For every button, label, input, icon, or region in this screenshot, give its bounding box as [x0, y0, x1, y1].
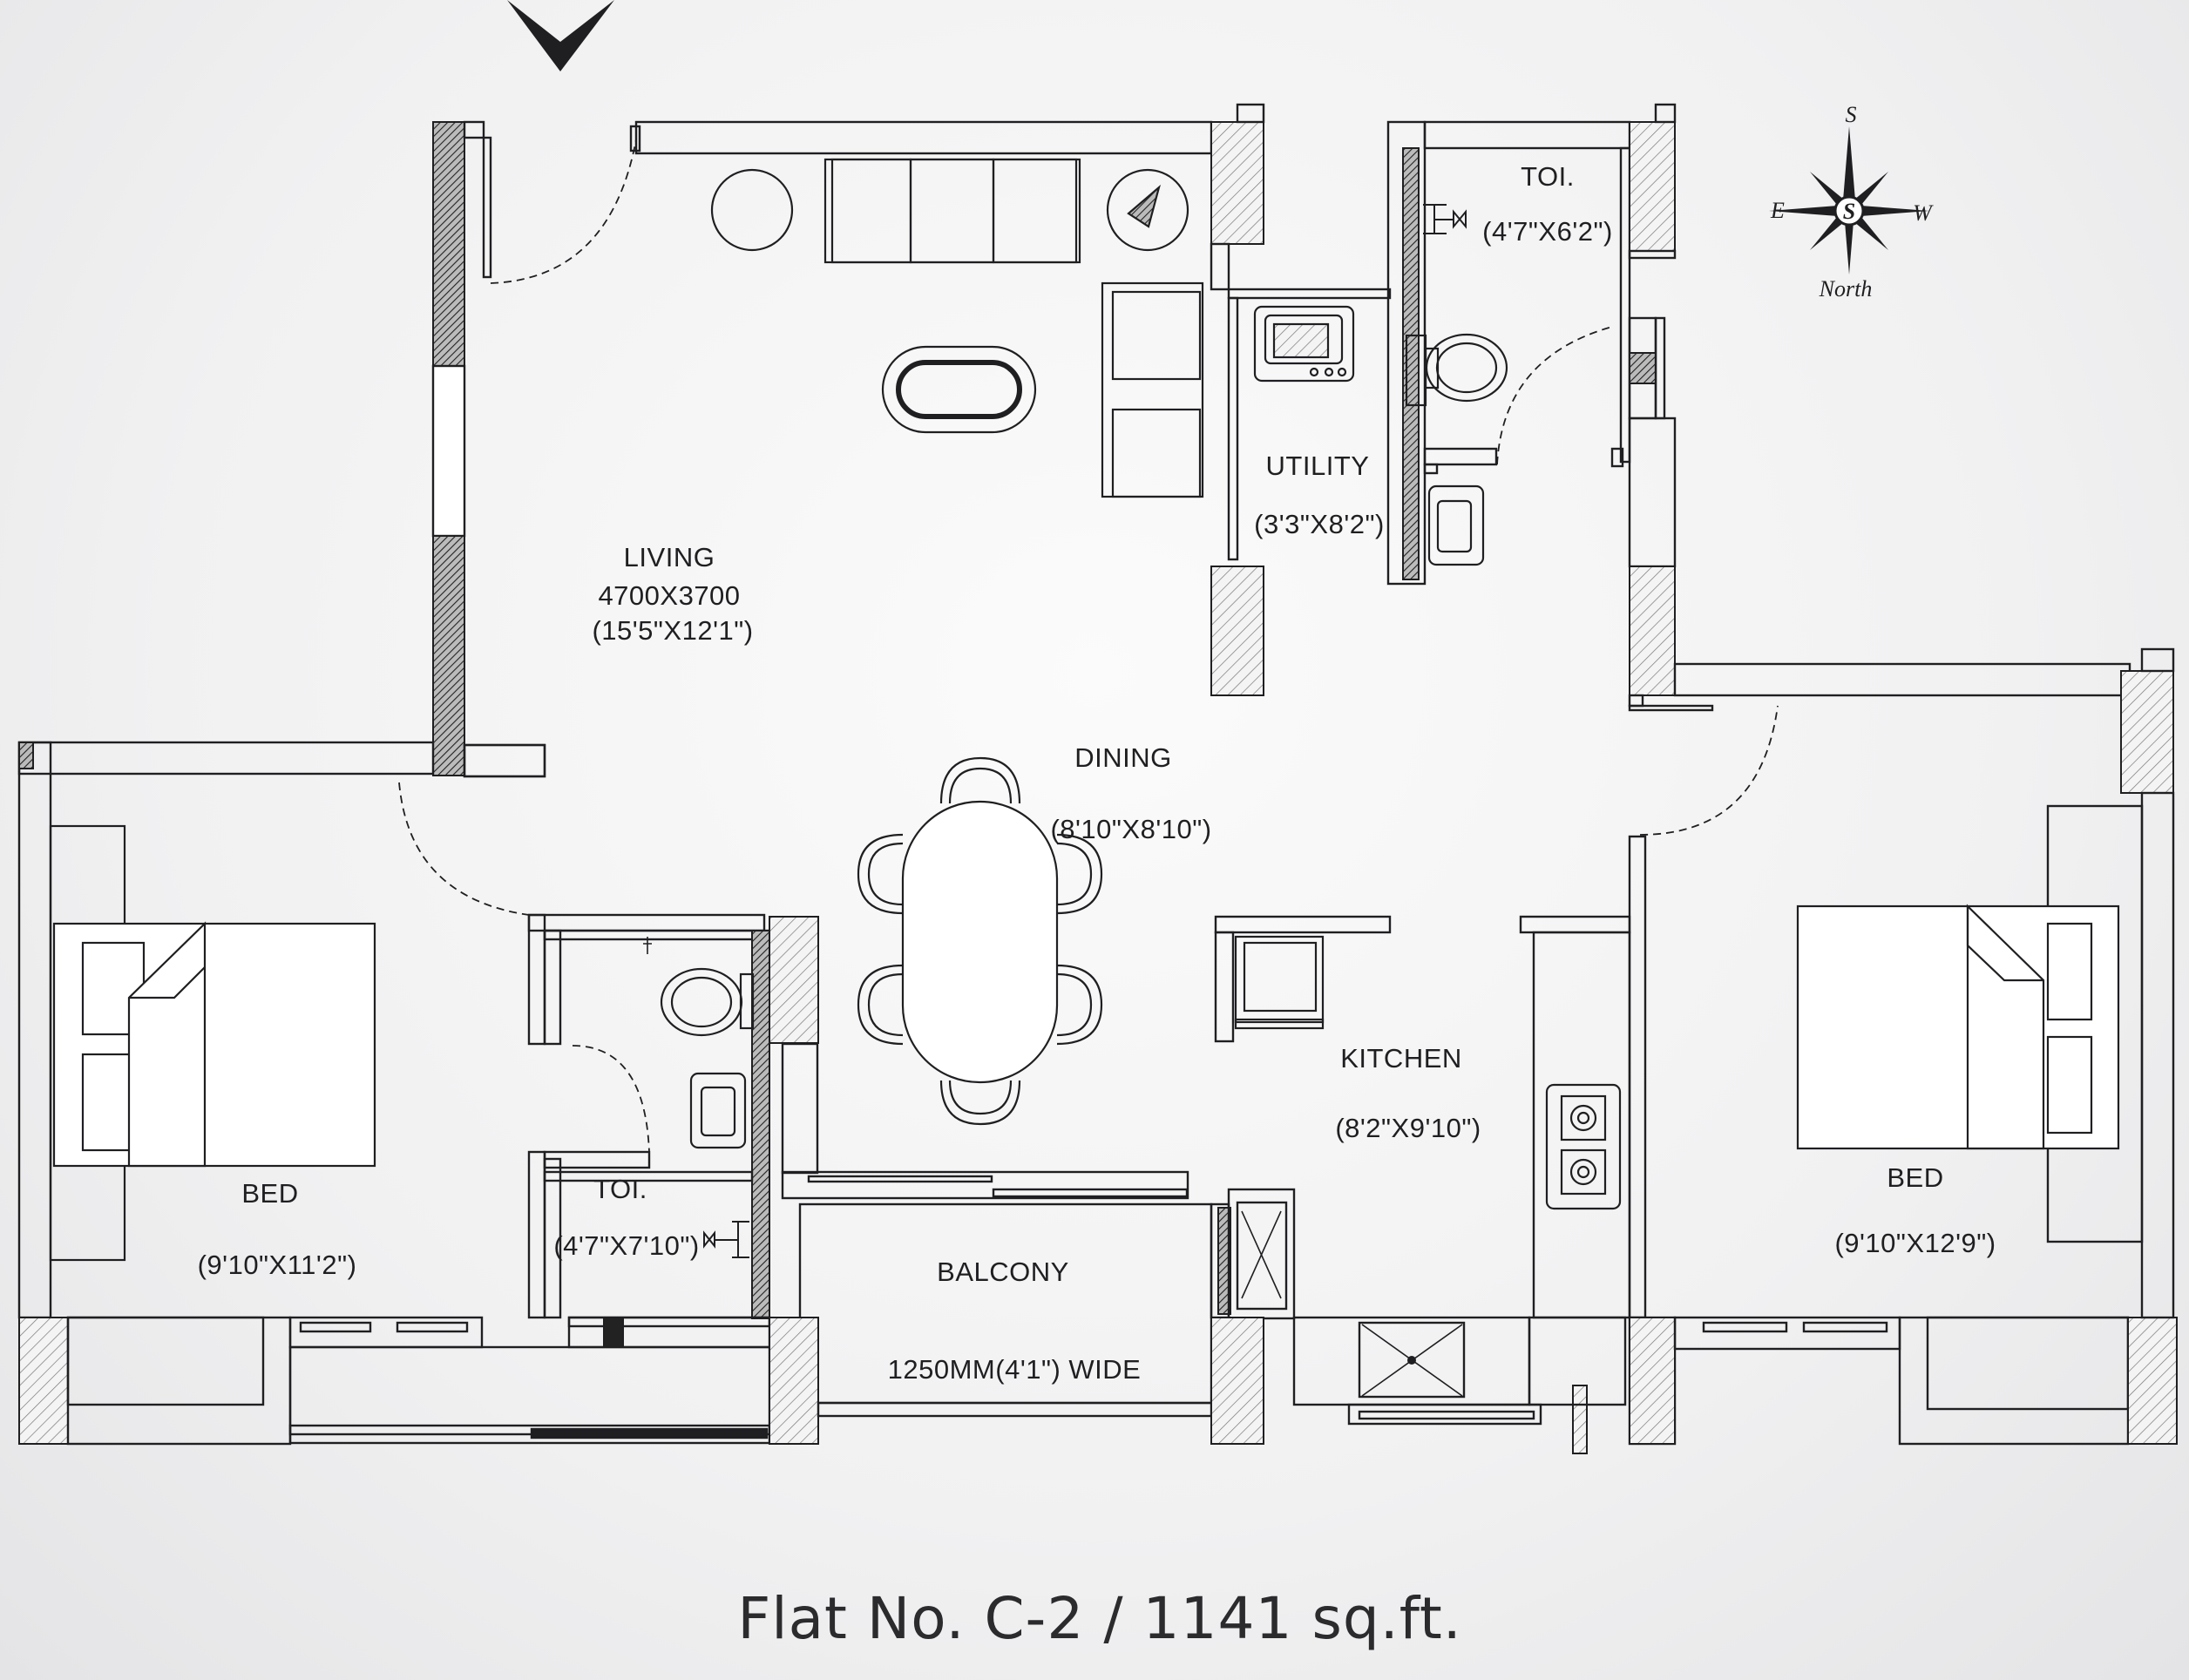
- bedroom-right-door[interactable]: [1639, 705, 1779, 836]
- bedroom-left-walls: [17, 741, 771, 1446]
- compass-right-label: W: [1913, 200, 1934, 226]
- toilet-top-size: (4'7"X6'2"): [1482, 216, 1613, 247]
- kitchen-label: KITCHEN: [1340, 1043, 1462, 1074]
- compass-top-label: S: [1846, 102, 1857, 127]
- dining-label: DINING: [1074, 742, 1172, 773]
- room-labels: LIVING 4700X3700 (15'5"X12'1") UTILITY (…: [198, 161, 1996, 1385]
- compass-rose-icon: S S E W North: [1769, 102, 1934, 301]
- living-label: LIVING: [624, 542, 715, 572]
- balcony-walls: [769, 1042, 1213, 1445]
- kitchen-walls: [1210, 835, 1647, 1454]
- washbasin-bottom-icon: [689, 1072, 747, 1149]
- utility-fixtures: [1253, 305, 1355, 383]
- washing-machine-icon: [1253, 305, 1355, 383]
- kitchen-fixtures: [1234, 935, 1622, 1210]
- bed-right-size: (9'10"X12'9"): [1834, 1228, 1996, 1258]
- shower-tap-icon: [1423, 204, 1467, 234]
- living-size-mm: 4700X3700: [598, 580, 740, 611]
- flat-title: Flat No. C-2 / 1141 sq.ft.: [737, 1585, 1461, 1652]
- coffee-table-icon: [881, 345, 1037, 434]
- armchair-icon: [1101, 281, 1204, 498]
- living-furniture: [710, 158, 1204, 498]
- living-walls: [431, 103, 1265, 778]
- washbasin-top-icon: [1427, 484, 1485, 566]
- wc-bottom-icon: [660, 967, 755, 1037]
- dining-walls: [1628, 647, 2175, 794]
- compass-bottom-label: North: [1819, 276, 1873, 301]
- bed-right-icon: [1796, 904, 2120, 1150]
- utility-size: (3'3"X8'2"): [1254, 509, 1385, 539]
- microwave-icon: [1234, 935, 1325, 1030]
- entrance-arrow-icon: [507, 0, 614, 71]
- compass-left-label: E: [1770, 198, 1785, 223]
- bedroom-right-walls: [1628, 791, 2178, 1446]
- toilet-bottom-size: (4'7"X7'10"): [553, 1230, 699, 1261]
- compass-center-label: S: [1843, 199, 1855, 224]
- toilet-top-walls: [1423, 103, 1677, 696]
- living-size-ft: (15'5"X12'1"): [592, 615, 753, 646]
- toilet-top-fixtures: [1405, 204, 1508, 566]
- hob-icon: [1545, 1083, 1622, 1210]
- wc-top-icon: [1405, 333, 1508, 407]
- balcony-label: BALCONY: [937, 1257, 1069, 1287]
- utility-walls: [1210, 120, 1631, 696]
- sofa-icon: [823, 158, 1081, 264]
- bed-left-label: BED: [241, 1178, 298, 1209]
- toilet-top-label: TOI.: [1521, 161, 1575, 192]
- side-table-icon: [710, 168, 794, 252]
- toilet-top-door[interactable]: [1496, 326, 1613, 465]
- bedroom-left-door[interactable]: [398, 782, 530, 916]
- bed-right-label: BED: [1887, 1162, 1943, 1193]
- bed-left-size: (9'10"X11'2"): [198, 1250, 357, 1280]
- lamp-table-icon: [1106, 168, 1189, 252]
- entrance-door[interactable]: [490, 139, 637, 284]
- bed-left-icon: [49, 824, 376, 1262]
- toilet-bottom-label: TOI.: [593, 1174, 647, 1204]
- kitchen-size: (8'2"X9'10"): [1335, 1113, 1481, 1143]
- toilet-bottom-fixtures: [643, 937, 755, 1258]
- utility-label: UTILITY: [1266, 450, 1370, 481]
- toilet-bottom-walls: [543, 916, 819, 1349]
- dining-size: (8'10"X8'10"): [1050, 814, 1211, 844]
- dining-table-icon: [857, 756, 1103, 1126]
- balcony-width: 1250MM(4'1") WIDE: [888, 1354, 1142, 1385]
- toilet-bottom-door[interactable]: [572, 1045, 650, 1153]
- shower-tap-bottom-icon: [703, 1221, 749, 1258]
